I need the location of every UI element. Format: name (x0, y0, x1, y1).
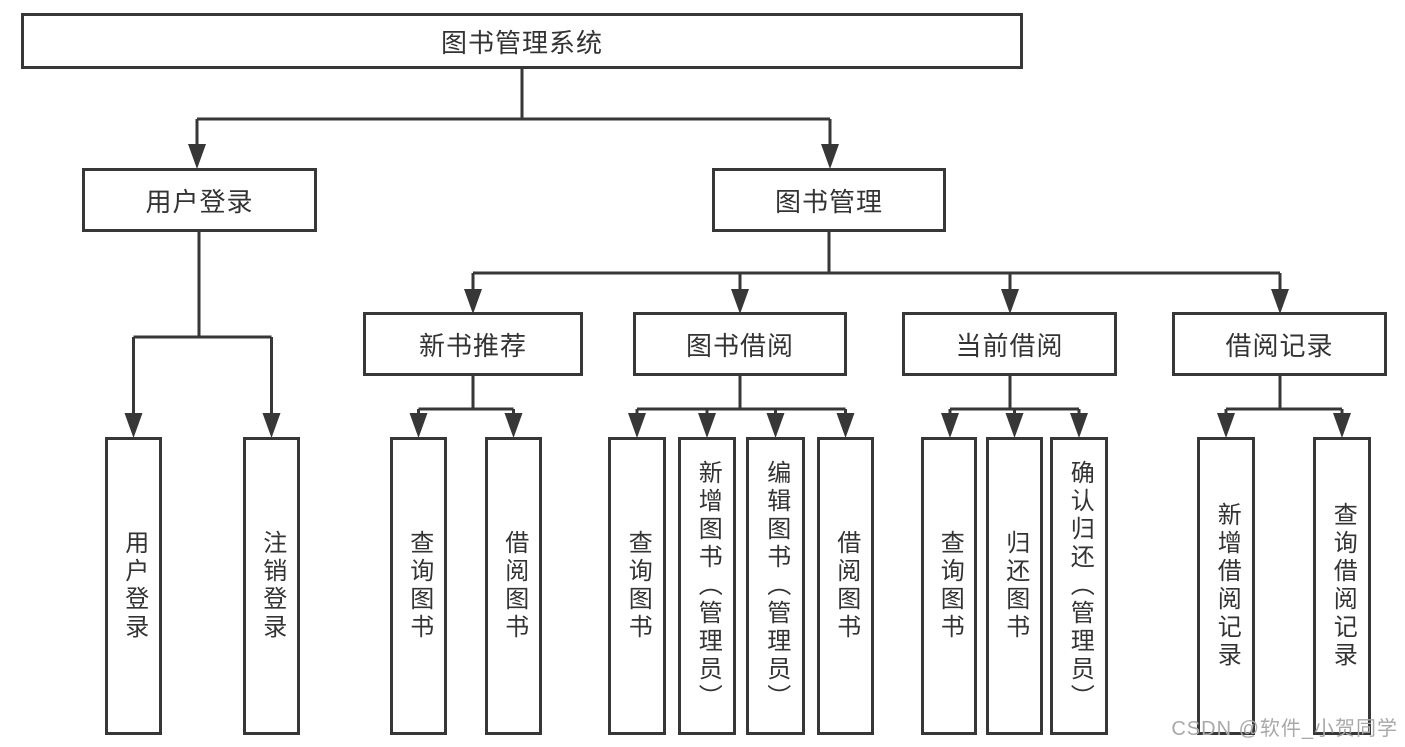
leaf-current-return-books: 归还图书 (986, 437, 1043, 735)
arrowheads (124, 144, 1351, 438)
csdn-watermark: CSDN @软件_小贺同学 (1171, 718, 1398, 740)
node-book-borrow: 图书借阅 (633, 312, 847, 376)
leaf-borrow-edit-books-admin: 编辑图书（管理员） (746, 437, 805, 735)
leaf-logout: 注销登录 (243, 437, 300, 735)
node-new-book-recommend: 新书推荐 (363, 312, 583, 376)
node-book-management: 图书管理 (712, 168, 946, 232)
node-user-login: 用户登录 (82, 168, 317, 232)
node-borrow-records: 借阅记录 (1172, 312, 1387, 376)
leaf-current-query-books: 查询图书 (921, 437, 977, 735)
leaf-borrow-query-books: 查询图书 (608, 437, 666, 735)
leaf-current-confirm-return-admin: 确认归还（管理员） (1050, 437, 1108, 735)
leaf-records-query-record: 查询借阅记录 (1313, 437, 1371, 735)
leaf-borrow-add-books-admin: 新增图书（管理员） (678, 437, 736, 735)
leaf-borrow-borrow-books: 借阅图书 (817, 437, 874, 735)
leaf-user-login: 用户登录 (105, 437, 162, 735)
node-current-borrow: 当前借阅 (902, 312, 1117, 376)
leaf-newbook-query-books: 查询图书 (390, 437, 447, 735)
leaf-newbook-borrow-books: 借阅图书 (485, 437, 542, 735)
leaf-records-add-record: 新增借阅记录 (1197, 437, 1255, 735)
node-root: 图书管理系统 (21, 13, 1023, 69)
